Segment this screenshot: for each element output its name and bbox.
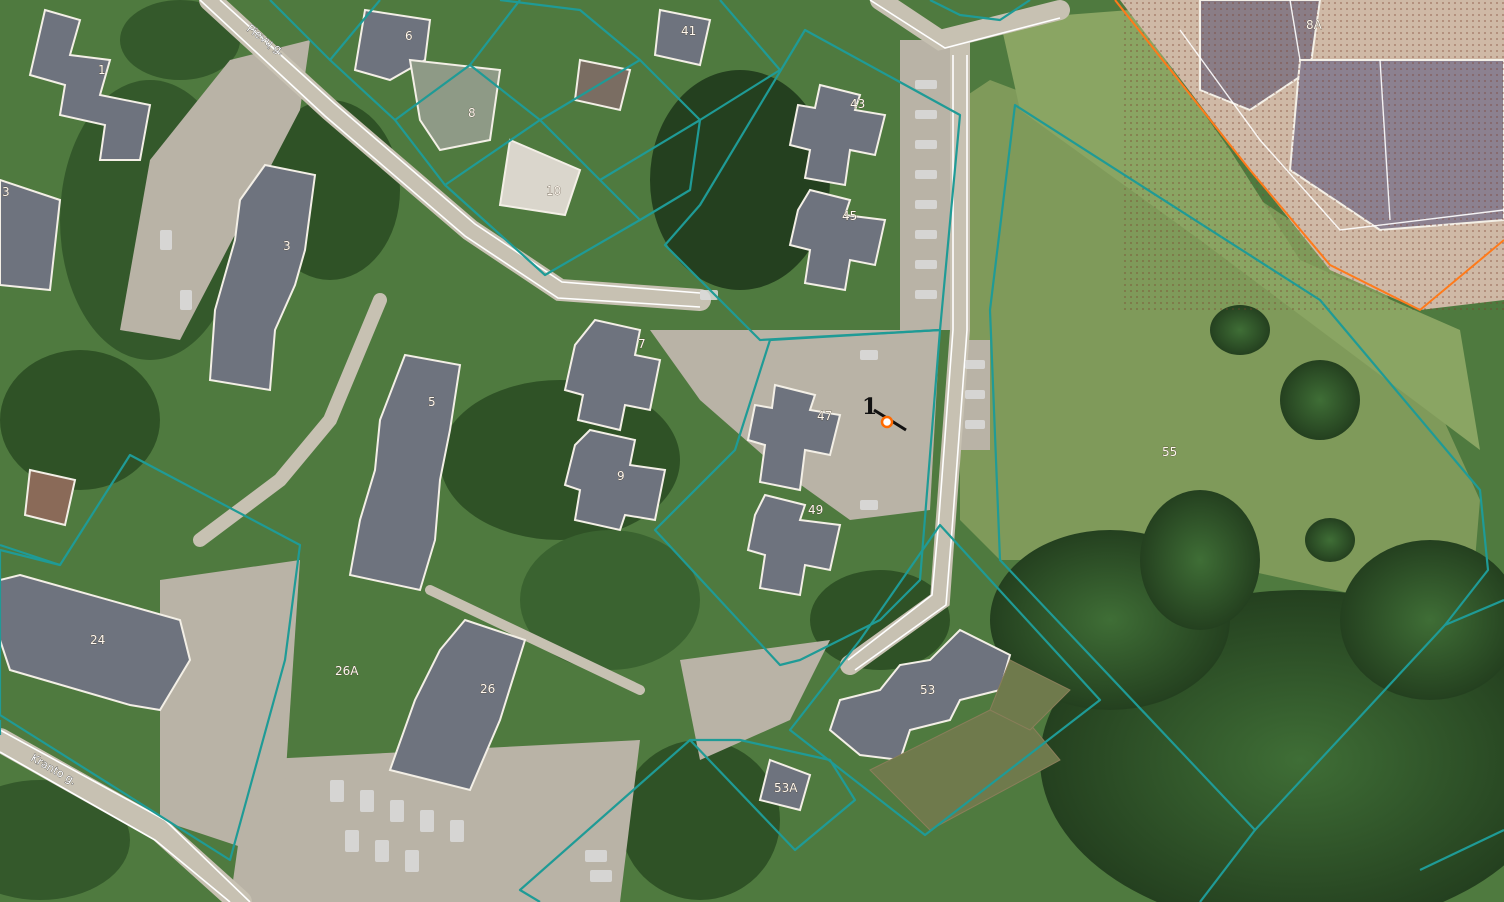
map-pin-circle-icon (880, 415, 894, 429)
parcel-number-10: 10 (546, 184, 561, 198)
garden-plots (869, 659, 1071, 831)
parcel-number-47: 47 (817, 409, 832, 423)
parcel-number-8a: 8A (1306, 18, 1323, 32)
parcel-number-53: 53 (920, 683, 935, 697)
parcel-number-3: 3 (283, 239, 291, 253)
parcel-number-6: 6 (405, 29, 413, 43)
parcel-number-45: 45 (842, 209, 857, 223)
special-zone-boundary (1114, 0, 1504, 312)
parcel-number-41: 41 (681, 24, 696, 38)
parcel-number-3-left: 3 (2, 185, 10, 199)
parcel-number-55: 55 (1162, 445, 1177, 459)
parcel-number-labels: 1 3 3 5 6 7 8 8A 9 10 24 26 26A 41 43 45… (2, 18, 1323, 796)
parcel-number-1: 1 (98, 63, 106, 77)
parcel-number-24: 24 (90, 633, 105, 647)
parcel-number-7: 7 (638, 337, 646, 351)
parked-cars (160, 80, 985, 882)
parcel-number-8: 8 (468, 106, 476, 120)
parcel-number-43: 43 (850, 97, 865, 111)
meadow (960, 80, 1480, 620)
parcel-number-5: 5 (428, 395, 436, 409)
industrial-dot-overlay (1120, 0, 1504, 310)
parcel-number-26: 26 (480, 682, 495, 696)
parcel-number-26a: 26A (335, 664, 359, 678)
marker-label: 1 (862, 394, 877, 420)
parcel-number-53a: 53A (774, 781, 798, 795)
parcel-number-9: 9 (617, 469, 625, 483)
parcel-number-49: 49 (808, 503, 823, 517)
location-marker[interactable]: 1 (862, 394, 907, 432)
industrial-lot-lines (1179, 0, 1504, 231)
